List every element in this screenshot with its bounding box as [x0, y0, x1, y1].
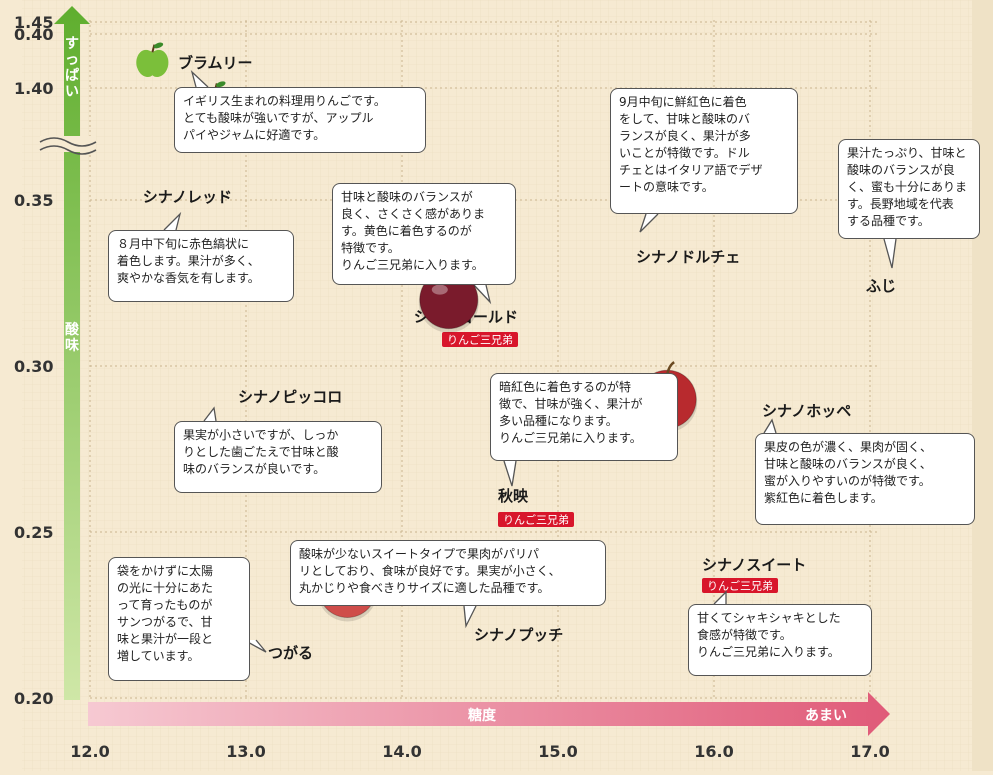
variety-name-label: シナノドルチェ	[636, 248, 740, 266]
brothers-badge	[702, 578, 778, 593]
x-tick-label: 12.0	[70, 742, 109, 761]
variety-1: ブラムリー	[136, 42, 253, 88]
variety-name-label: ブラムリー	[178, 54, 253, 72]
variety-description-bubble: 果汁たっぷり、甘味と 酸味のバランスが良 く、蜜も十分にありま す。長野地域を代…	[838, 139, 980, 239]
brothers-badge	[498, 512, 574, 527]
y-tick-label: 0.25	[14, 523, 53, 542]
bubble-tail	[503, 460, 517, 487]
y-label-char: い	[65, 84, 79, 100]
brothers-badge-text: りんご三兄弟	[707, 579, 773, 593]
variety-name-label: シナノプッチ	[474, 626, 563, 644]
x-axis-label: 糖度	[468, 707, 497, 724]
paper-edge	[972, 0, 993, 771]
x-tick-label: 14.0	[382, 742, 421, 761]
bubble-tail	[639, 213, 659, 233]
y-axis-label: 酸味	[65, 321, 80, 354]
variety-description-bubble: 暗紅色に着色するのが特 徴で、甘味が強く、果汁が 多い品種になります。 りんご三…	[490, 373, 678, 461]
variety-description-bubble: ８月中下旬に赤色縞状に 着色します。果汁が多く、 爽やかな香気を有します。	[108, 230, 294, 302]
y-tick-label: 0.40	[14, 25, 53, 44]
variety-description-bubble: 9月中旬に鮮紅色に着色 をして、甘味と酸味のバ ランスが良く、果汁が多 いことが…	[610, 88, 798, 214]
variety-name-label: シナノスイート	[702, 556, 806, 574]
variety-name-label: シナノホッペ	[762, 402, 851, 420]
y-label-char: 酸	[65, 321, 80, 338]
variety-description-bubble: 果実が小さいですが、しっか りとした歯ごたえで甘味と酸 味のバランスが良いです。	[174, 421, 382, 493]
variety-description-bubble: 果皮の色が濃く、果肉が固く、 甘味と酸味のバランスが良く、 蜜が入りやすいのが特…	[755, 433, 975, 525]
y-tick-label: 1.40	[14, 79, 53, 98]
apple-highlight	[431, 284, 448, 295]
bubble-tail	[203, 406, 217, 422]
y-tick-label: 0.20	[14, 689, 53, 708]
bubble-tail	[883, 238, 897, 269]
apple-icon-leaf	[153, 42, 164, 49]
x-end-label: あまい	[805, 708, 847, 724]
variety-name-label: シナノレッド	[143, 188, 232, 206]
x-tick-label: 17.0	[850, 742, 889, 761]
bubble-tail	[163, 211, 182, 231]
bubble-tail	[463, 605, 477, 629]
axis-break-mark	[39, 145, 97, 155]
variety-5: ふじ	[866, 238, 897, 295]
variety-name-label: つがる	[268, 644, 313, 662]
y-axis-arrow	[54, 6, 90, 700]
bubble-tail	[713, 590, 727, 605]
variety-name-label: シナノピッコロ	[238, 388, 342, 406]
variety-description-bubble: 甘味と酸味のバランスが 良く、さくさく感がありま す。黄色に着色するのが 特徴で…	[332, 183, 516, 285]
variety-description-bubble: 甘くてシャキシャキとした 食感が特徴です。 りんご三兄弟に入ります。	[688, 604, 872, 676]
variety-description-bubble: 酸味が少ないスイートタイプで果肉がパリパ リとしており、食味が良好です。果実が小…	[290, 540, 606, 606]
y-label-char: 味	[65, 338, 79, 354]
axis-break-gap	[40, 136, 96, 152]
y-tick-label: 0.30	[14, 357, 53, 376]
y-label-char: ぱ	[65, 67, 79, 84]
bubble-tail	[190, 69, 209, 88]
apple-stem	[665, 361, 675, 375]
brothers-badge	[442, 332, 518, 347]
variety-name-label: ふじ	[866, 277, 896, 295]
y-label-char: す	[65, 36, 79, 52]
variety-name-label: 秋映	[498, 487, 529, 505]
apple-icon-leaf	[216, 81, 226, 88]
x-tick-label: 16.0	[694, 742, 733, 761]
variety-description-bubble: イギリス生まれの料理用りんごです。 とても酸味が強いですが、アップル パイやジャ…	[174, 87, 426, 153]
bubble-tail	[473, 284, 492, 305]
brothers-badge-text: りんご三兄弟	[447, 333, 513, 347]
x-axis-arrow	[88, 692, 890, 736]
x-tick-label: 13.0	[226, 742, 265, 761]
apple-icon-marker	[136, 49, 169, 77]
brothers-badge-text: りんご三兄弟	[503, 513, 569, 527]
variety-4: シナノドルチェ	[636, 213, 740, 266]
y-label-char: っ	[65, 52, 79, 68]
x-tick-label: 15.0	[538, 742, 577, 761]
y-tick-label: 1.45	[14, 13, 53, 32]
variety-description-bubble: 袋をかけずに太陽 の光に十分にあた って育ったものが サンつがるで、甘 味と果汁…	[108, 557, 250, 681]
y-tick-label: 0.35	[14, 191, 53, 210]
axis-break-mark	[39, 137, 97, 147]
variety-2: シナノレッド	[143, 188, 232, 231]
bubble-tail	[763, 418, 777, 434]
